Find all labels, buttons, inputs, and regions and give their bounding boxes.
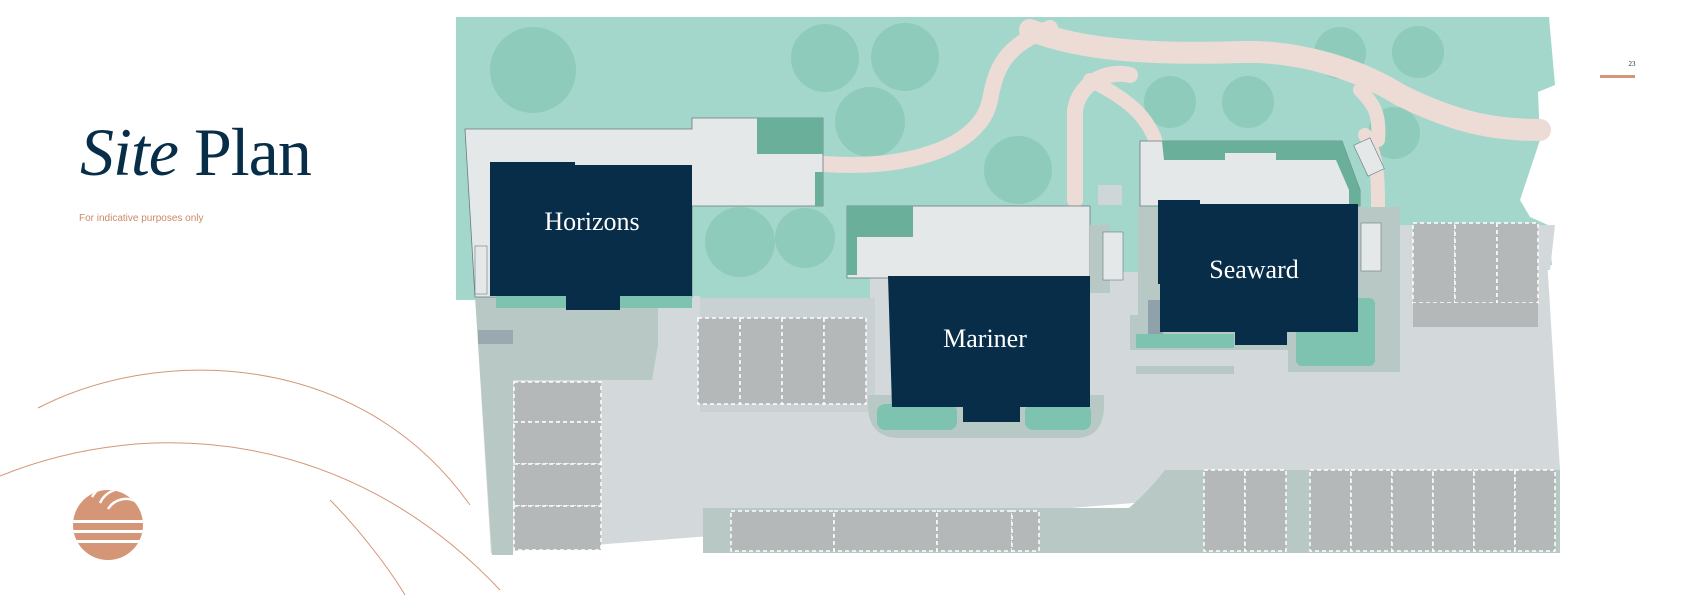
parking-bay [1432,469,1475,552]
parking-bay [1350,469,1393,552]
green-roof [1162,141,1360,206]
parking-bay [1496,222,1539,304]
planting-bed [877,404,957,430]
green-roof [815,172,823,206]
green-roof [847,206,913,275]
building-label-seaward: Seaward [1209,255,1299,284]
building-mariner [888,276,1090,422]
title-regular-word: Plan [193,114,312,190]
parking-bay [1203,469,1246,552]
parking-bay [781,317,825,405]
building-seaward [1158,200,1358,345]
building-horizons [490,162,692,310]
building-label-horizons: Horizons [544,207,639,236]
stair [1360,222,1382,272]
parking-bay [1391,469,1434,552]
parking-bay [513,421,602,465]
parking-bay [1473,469,1516,552]
paving-strip [475,296,658,555]
parking-bay [513,463,602,507]
parking-bay [513,381,602,423]
parking-bay [936,510,1013,552]
parking-bay [1454,222,1498,304]
tree [1392,26,1444,78]
plant-room [1098,185,1122,205]
title-italic-word: Site [80,114,179,190]
planting-bed [1136,334,1234,348]
footpath [817,20,1058,174]
parking-bay [1412,222,1456,304]
bin-store [1148,300,1163,335]
stair [474,245,488,295]
tree [791,24,859,92]
indicative-note: For indicative purposes only [79,213,204,224]
page-title: Site Plan [80,118,312,186]
tree [775,208,835,268]
brand-logo-icon [73,490,143,560]
bin-store [478,330,513,344]
parking-bay [697,317,741,405]
tree [1144,76,1196,128]
tree [705,207,775,277]
parking-bay [833,510,938,552]
stair [1353,137,1385,177]
stair [1102,231,1124,281]
building-label-mariner: Mariner [943,324,1027,353]
green-roof [757,118,823,154]
decorative-arcs [0,369,501,595]
page-number-rule [1600,75,1635,78]
parking-bays [513,222,1556,552]
page-number: 23 [1628,60,1636,68]
parking-bay [1514,469,1556,552]
parking-bay [730,510,835,552]
trees [490,23,1444,277]
parking-bay [1309,469,1352,552]
parking-bay [1244,469,1287,552]
parking-bay [513,505,602,551]
tree [871,23,939,91]
tree [1222,76,1274,128]
parking-bay [1011,510,1040,552]
planting-bed [1025,404,1091,430]
tree [984,136,1052,204]
parking-apron [1413,303,1538,327]
parking-bay [739,317,783,405]
footpath [1353,83,1386,147]
paving-strip [1136,366,1234,374]
tree [490,27,576,113]
parking-bay [823,317,867,405]
tree [835,87,905,157]
footpath [1019,19,1551,141]
